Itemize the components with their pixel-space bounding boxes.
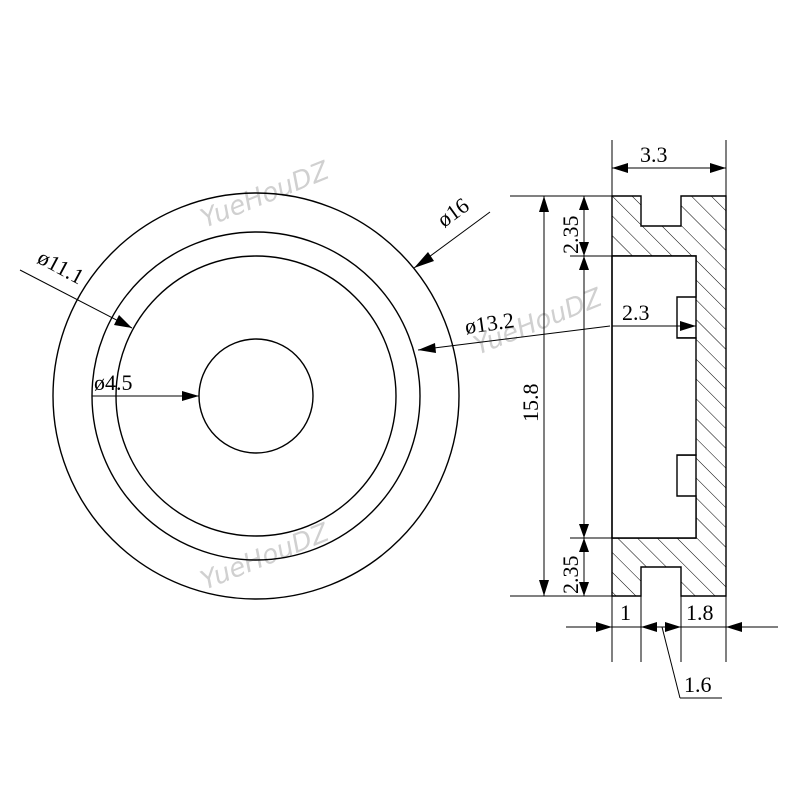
watermark-top: YueHouDZ [196,155,334,234]
label-groove-width: 1.6 [684,672,712,697]
dim-total-width: 3.3 [611,140,727,196]
label-recess-depth: 2.3 [622,300,650,325]
label-flange-left: 1 [620,600,631,625]
dim-groove-depth-bottom: 2.35 [558,537,612,596]
label-inner-diameter: ø11.1 [34,244,89,289]
dim-groove-depth-top: 2.35 [558,196,612,257]
label-groove-depth-bottom: 2.35 [558,556,583,595]
outer-circle [52,192,460,600]
label-total-height: 15.8 [518,384,543,423]
label-total-width: 3.3 [640,142,668,167]
dim-total-height: 15.8 [510,195,612,597]
label-groove-depth-top: 2.35 [558,216,583,255]
label-outer-diameter: ø16 [432,192,473,232]
label-bore-diameter: ø4.5 [94,370,133,395]
dim-bore-diameter: ø4.5 [92,370,199,401]
dim-inner-diameter: ø11.1 [19,244,133,329]
watermark-bottom: YueHouDZ [196,517,334,596]
dim-inner-height [579,256,589,538]
dim-recess-depth: 2.3 [612,300,697,338]
bore-circle [198,338,314,454]
dim-bottom: 1 1.8 1.6 [566,596,778,699]
dim-outer-diameter: ø16 [413,192,491,269]
label-flange-right: 1.8 [686,600,714,625]
section-view [611,195,727,597]
